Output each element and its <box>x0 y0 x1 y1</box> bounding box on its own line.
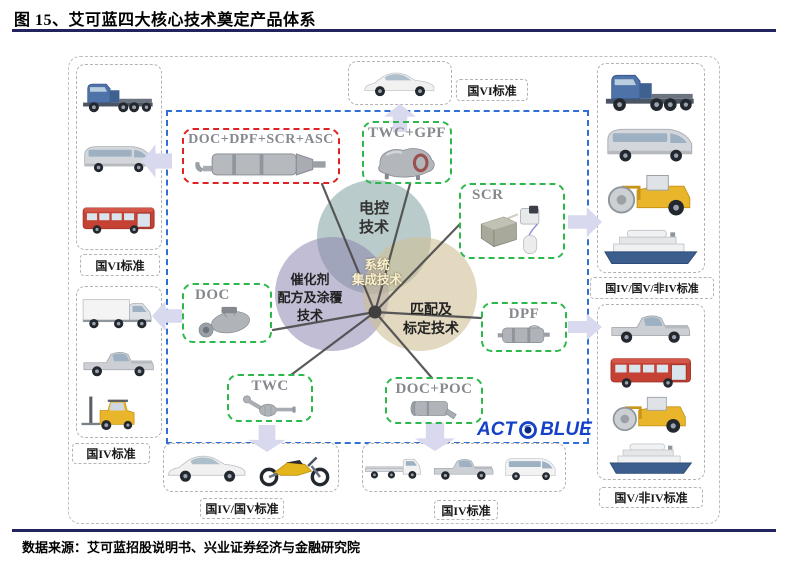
vehicle-icon <box>601 220 701 272</box>
product-box-doc: DOC <box>182 283 272 343</box>
exhaust-device-icon <box>370 141 443 180</box>
product-box-twc-gpf: TWC+GPF <box>362 121 452 184</box>
footer-rule <box>12 529 776 532</box>
actblue-logo: ACT BLUE <box>477 419 592 441</box>
figure-title: 图 15、艾可蓝四大核心技术奠定产品体系 <box>14 12 317 29</box>
vehicle-icon <box>363 446 430 489</box>
vehicle-icon <box>430 446 497 489</box>
product-box-doc-dpf-scr-asc: DOC+DPF+SCR+ASC <box>182 128 340 184</box>
product-label: DPF <box>508 306 540 322</box>
vehicle-icon <box>601 116 701 168</box>
standard-label-left-top: 国VI标准 <box>80 254 160 276</box>
standard-label-bottom-right: 国IV标准 <box>434 500 498 520</box>
product-label: TWC+GPF <box>368 125 446 141</box>
vehicle-icon <box>601 305 701 349</box>
standard-label-top-center: 国VI标准 <box>456 79 528 101</box>
standard-label-left-bottom: 国IV标准 <box>72 443 150 464</box>
logo-text-blue: BLUE <box>540 419 592 440</box>
product-label: TWC <box>251 378 289 394</box>
vehicle-icon <box>79 287 158 337</box>
product-label: SCR <box>472 187 504 203</box>
vehicle-icon <box>601 392 701 436</box>
vehicle-panel-top-center <box>348 61 452 105</box>
vehicle-icon <box>79 65 158 126</box>
venn-circle-matching-calibration <box>363 237 477 351</box>
exhaust-device-icon <box>190 303 263 339</box>
vehicle-icon <box>79 188 158 249</box>
title-rule <box>12 29 776 32</box>
standard-label-right-top: 国IV/国V/非IV标准 <box>590 277 714 299</box>
product-box-doc-poc: DOC+POC <box>385 377 483 424</box>
standard-label-bottom-left: 国IV/国V标准 <box>200 498 284 519</box>
product-label: DOC+DPF+SCR+ASC <box>188 132 334 147</box>
venn-label-electronic-control: 电控 技术 <box>358 201 389 236</box>
vehicle-icon <box>601 349 701 393</box>
venn-label-matching-calibration: 匹配及 标定技术 <box>403 303 459 337</box>
exhaust-device-icon <box>192 148 329 180</box>
connector-lines <box>271 182 483 380</box>
vehicle-icon <box>79 387 158 437</box>
product-label: DOC <box>195 287 230 303</box>
vehicle-panel-bottom-left <box>163 443 339 492</box>
vehicle-icon <box>251 446 338 489</box>
standard-label-right-bottom: 国V/非IV标准 <box>599 487 703 508</box>
vehicle-panel-right-bottom <box>597 304 705 480</box>
product-box-twc: TWC <box>227 374 313 422</box>
vehicle-panel-left-bottom <box>76 286 162 438</box>
logo-text-act: ACT <box>477 419 517 440</box>
exhaust-device-icon <box>468 203 556 255</box>
outer-dashed-frame <box>68 56 720 524</box>
product-label: DOC+POC <box>395 381 473 397</box>
data-source-note: 数据来源：艾可蓝招股说明书、兴业证券经济与金融研究院 <box>22 540 361 555</box>
exhaust-device-icon <box>489 322 559 348</box>
venn-label-catalyst-coating: 催化剂 配方及涂覆 技术 <box>277 272 343 323</box>
vehicle-icon <box>498 446 565 489</box>
hub-dot <box>368 305 382 319</box>
venn-label-system-integration: 系统 集成技术 <box>351 258 402 287</box>
vehicle-icon <box>601 168 701 220</box>
vehicle-icon <box>601 436 701 480</box>
vehicle-panel-right-top <box>597 63 705 273</box>
product-box-scr: SCR <box>459 183 565 259</box>
actblue-ring-icon <box>519 421 537 439</box>
vehicle-icon <box>79 337 158 387</box>
exhaust-device-icon <box>235 394 305 418</box>
product-box-dpf: DPF <box>481 302 567 352</box>
vehicle-icon <box>601 64 701 116</box>
vehicle-icon <box>349 64 451 103</box>
vehicle-icon <box>164 446 251 489</box>
venn-diagram <box>271 180 483 380</box>
exhaust-device-icon <box>394 397 475 420</box>
vehicle-panel-bottom-right <box>362 443 566 492</box>
vehicle-icon <box>79 126 158 187</box>
